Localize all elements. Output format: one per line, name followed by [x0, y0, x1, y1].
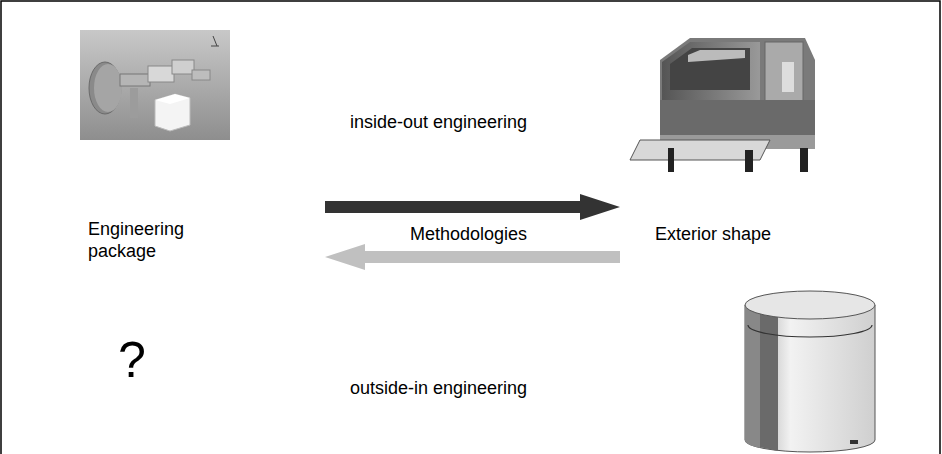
block-arrow [325, 244, 620, 270]
block-arrow [325, 194, 620, 220]
node-label: Engineering package [88, 218, 238, 262]
caption-label: outside-in engineering [350, 377, 527, 399]
picture-group: Engineering package [80, 28, 325, 268]
picture-group: Exterior shape [620, 28, 840, 258]
cylinder-picture [745, 291, 875, 452]
question-mark: ? [118, 330, 146, 390]
caption-label: Methodologies [410, 223, 527, 245]
node-label: Exterior shape [655, 223, 825, 245]
caption-label: inside-out engineering [350, 111, 527, 133]
exterior-shape-picture [630, 38, 815, 172]
engineering-package-picture [80, 30, 230, 140]
